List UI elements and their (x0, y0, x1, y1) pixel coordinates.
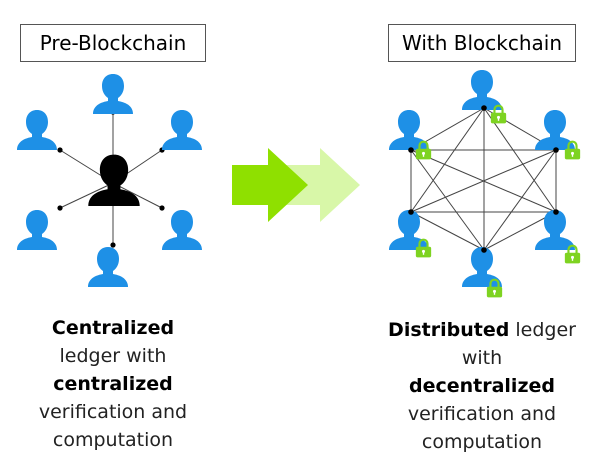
person-icon (17, 210, 57, 250)
central-link-node (110, 242, 116, 248)
person-icon (17, 110, 57, 150)
person-icon (389, 110, 429, 150)
arrow-right-icon (232, 148, 308, 222)
left-caption-line5: computation (52, 429, 174, 451)
left-caption-line2: ledger with (59, 345, 167, 367)
right-caption-line3: decentralized (408, 375, 555, 397)
central-link-line (112, 182, 163, 209)
mesh-node (553, 147, 559, 153)
mesh-nodes (408, 105, 559, 253)
pre-blockchain-title-box: Pre-Blockchain (20, 24, 206, 62)
mesh-link-line (410, 149, 557, 213)
person-icon (535, 210, 575, 250)
mesh-node (481, 105, 487, 111)
person-icon (162, 110, 202, 150)
mesh-link-line (483, 107, 557, 213)
mesh-links (410, 107, 557, 251)
with-blockchain-title: With Blockchain (401, 31, 563, 55)
arrow-back-icon (284, 148, 360, 222)
mesh-node (481, 247, 487, 253)
mesh-link-line (483, 211, 557, 251)
right-caption: Distributed ledger with decentralized ve… (376, 316, 588, 456)
right-caption-line5: computation (421, 431, 543, 453)
central-link-line (59, 182, 114, 209)
left-caption-line3: centralized (53, 373, 173, 395)
person-icon (93, 74, 133, 114)
central-link-node (57, 205, 63, 211)
right-caption-line4: verification and (407, 403, 557, 425)
person-icon (462, 70, 502, 110)
left-caption: Centralized ledger with centralized veri… (20, 314, 206, 454)
mesh-link-line (410, 211, 485, 251)
central-link-node (57, 147, 63, 153)
left-caption-line1: Centralized (51, 317, 175, 339)
right-caption-line1-bold: Distributed (388, 319, 510, 341)
mesh-node (553, 209, 559, 215)
mesh-node (408, 209, 414, 215)
pre-blockchain-title: Pre-Blockchain (39, 31, 187, 55)
central-authority-person-icon (88, 154, 140, 206)
with-blockchain-title-box: With Blockchain (388, 24, 576, 62)
mesh-link-line (483, 149, 557, 251)
person-icon (162, 210, 202, 250)
person-icon (389, 210, 429, 250)
mesh-link-line (410, 149, 485, 251)
right-caption-line1-rest: ledger (509, 319, 576, 341)
central-link-node (159, 205, 165, 211)
person-icon (88, 247, 128, 287)
right-caption-line2: with (461, 347, 503, 369)
left-caption-line4: verification and (38, 401, 188, 423)
mesh-link-line (410, 107, 485, 213)
mesh-node (408, 147, 414, 153)
